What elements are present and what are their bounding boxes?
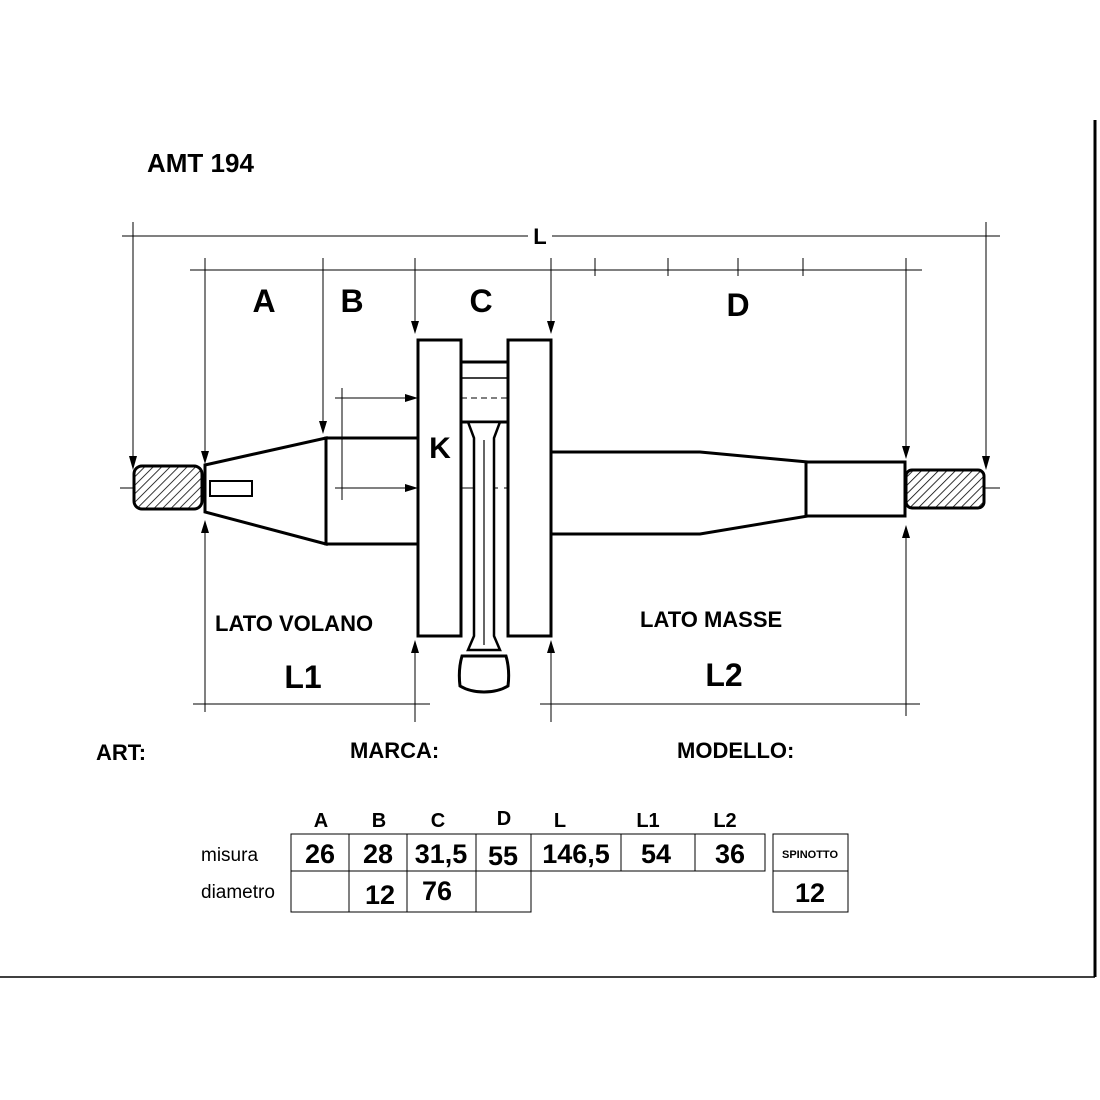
spec-table: A B C D L L1 L2 misura diametro 26 28 31… bbox=[201, 808, 849, 913]
cell-misura-a: 26 bbox=[305, 839, 335, 869]
keyway-slot bbox=[209, 480, 253, 497]
cell-misura-l1: 54 bbox=[641, 839, 671, 869]
dimension-abcd: A B C D bbox=[190, 258, 922, 464]
label-l1: L1 bbox=[284, 659, 321, 695]
dimension-l2: LATO MASSE L2 bbox=[540, 525, 920, 722]
cell-diametro-c: 76 bbox=[422, 876, 452, 906]
label-marca: MARCA: bbox=[350, 738, 439, 763]
right-thread bbox=[904, 468, 986, 510]
cell-misura-l2: 36 bbox=[715, 839, 745, 869]
header-a: A bbox=[314, 810, 328, 832]
left-thread bbox=[132, 464, 204, 511]
header-l1: L1 bbox=[636, 810, 659, 832]
label-lato-volano: LATO VOLANO bbox=[215, 611, 373, 636]
row-label-misura: misura bbox=[201, 845, 258, 866]
left-shaft bbox=[324, 436, 420, 546]
label-modello: MODELLO: bbox=[677, 738, 794, 763]
right-web bbox=[506, 338, 553, 638]
label-dim-c: C bbox=[469, 283, 492, 319]
header-d: D bbox=[497, 808, 511, 830]
dimension-l: L bbox=[122, 222, 1000, 470]
header-l2: L2 bbox=[713, 810, 736, 832]
dimension-l1: LATO VOLANO L1 bbox=[193, 520, 430, 722]
header-c: C bbox=[431, 810, 445, 832]
label-dim-a: A bbox=[252, 283, 275, 319]
label-dim-d: D bbox=[726, 287, 749, 323]
right-shaft bbox=[549, 450, 810, 536]
header-l: L bbox=[554, 810, 566, 832]
label-lato-masse: LATO MASSE bbox=[640, 607, 782, 632]
dimension-k bbox=[335, 388, 418, 500]
label-l2: L2 bbox=[705, 657, 742, 693]
label-dim-b: B bbox=[340, 283, 363, 319]
drawing-title: AMT 194 bbox=[147, 148, 254, 178]
rod-small-end bbox=[459, 360, 510, 424]
label-total-length: L bbox=[533, 224, 546, 249]
left-web bbox=[416, 338, 463, 638]
header-b: B bbox=[372, 810, 386, 832]
label-k: K bbox=[429, 432, 451, 465]
cell-misura-b: 28 bbox=[363, 839, 393, 869]
rod-big-end bbox=[457, 654, 511, 694]
cell-misura-d: 55 bbox=[488, 841, 518, 871]
right-journal bbox=[804, 460, 907, 518]
row-label-diametro: diametro bbox=[201, 882, 275, 903]
cell-diametro-b: 12 bbox=[365, 880, 395, 910]
cell-misura-l: 146,5 bbox=[542, 839, 610, 869]
label-art: ART: bbox=[96, 740, 146, 765]
spinotto-label: SPINOTTO bbox=[782, 849, 838, 861]
spinotto-value: 12 bbox=[795, 878, 825, 908]
cell-misura-c: 31,5 bbox=[415, 839, 468, 869]
